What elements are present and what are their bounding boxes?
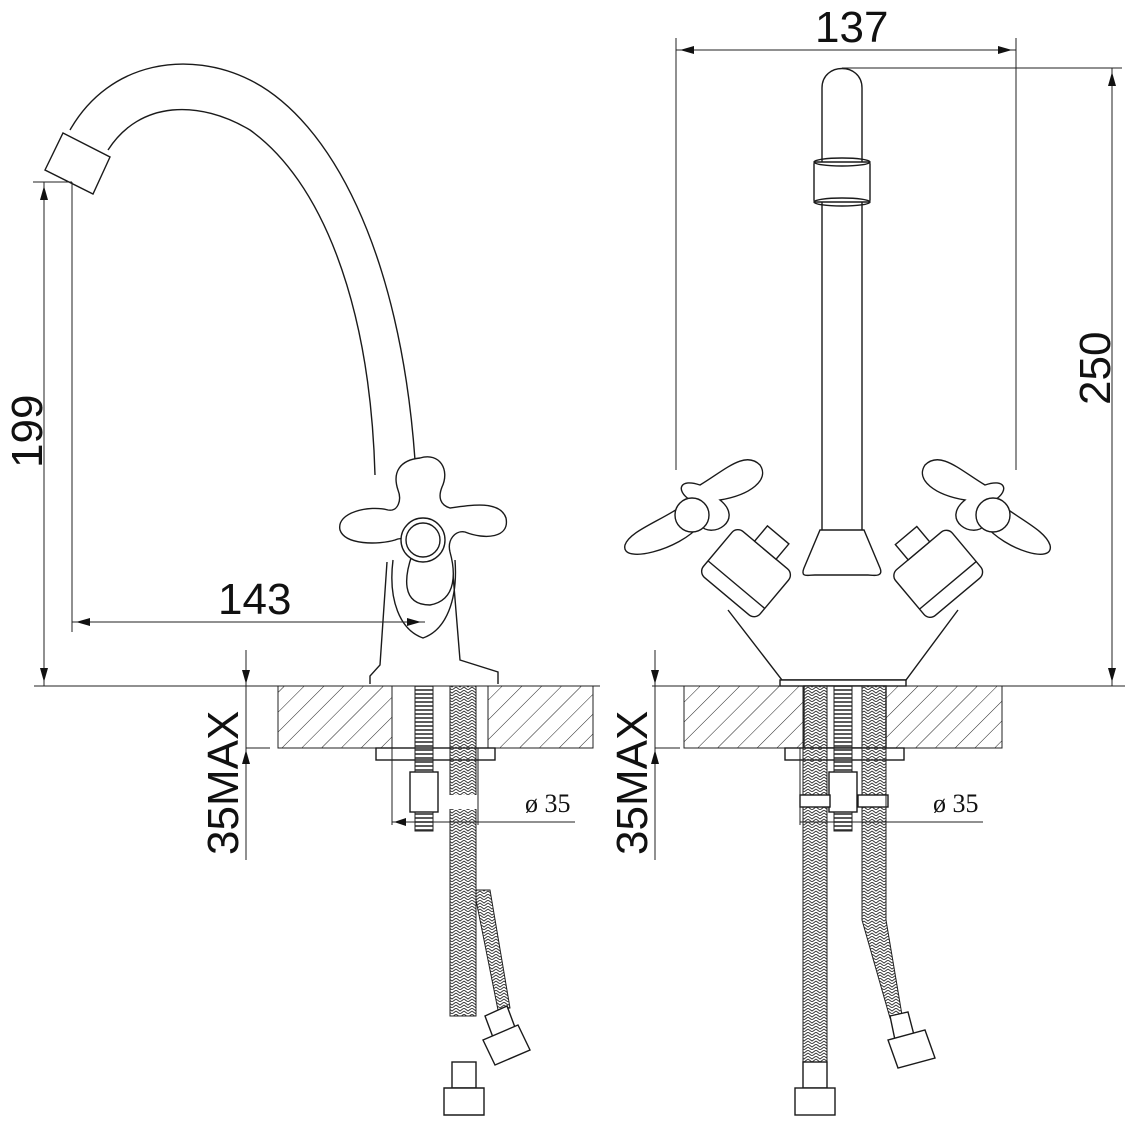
left-valve <box>700 524 792 618</box>
right-valve <box>893 525 984 619</box>
handle-cap-inner <box>405 522 441 558</box>
dim-width: 137 <box>815 3 888 52</box>
dim-hole-diameter-side: ø 35 <box>525 789 571 818</box>
left-handle-cap <box>674 497 710 533</box>
hose-front-nut-1 <box>794 1087 836 1116</box>
spout-outer <box>69 63 416 461</box>
hose-fitting-1 <box>451 1061 477 1089</box>
hose-right <box>475 889 511 1011</box>
front-view: 137 250 35MAX ø 35 <box>608 3 1125 1116</box>
dim-spout-reach: 143 <box>218 575 291 624</box>
hose-front-fitting-1 <box>802 1061 828 1089</box>
hose-nut-2 <box>482 1024 531 1066</box>
hose-break <box>446 795 482 809</box>
faucet-body <box>727 609 959 681</box>
nut <box>409 771 439 813</box>
dim-countertop-max-front: 35MAX <box>608 711 657 855</box>
hose-front-nut-2 <box>887 1029 936 1069</box>
spout-tube <box>821 67 863 535</box>
spout-ring <box>813 161 871 203</box>
spout-base <box>802 529 882 577</box>
body-base <box>779 679 907 687</box>
dim-total-height: 250 <box>1071 332 1120 405</box>
spout-inner <box>107 108 376 476</box>
dim-countertop-max-side: 35MAX <box>199 711 248 855</box>
hose-nut-1 <box>443 1087 485 1116</box>
right-handle-cap <box>975 497 1011 533</box>
side-view: 199 143 35MAX ø 35 <box>3 63 600 1116</box>
dim-hole-diameter-front: ø 35 <box>933 789 979 818</box>
mounting-washer <box>375 747 496 761</box>
hose-left <box>449 685 477 1017</box>
aerator <box>44 132 111 195</box>
handle-lower-loop <box>391 559 457 639</box>
dim-spout-height: 199 <box>3 395 52 468</box>
hose-front-left <box>802 685 828 1087</box>
handle-cap-outer <box>400 517 446 563</box>
nut-front <box>828 771 858 813</box>
body <box>369 561 499 684</box>
